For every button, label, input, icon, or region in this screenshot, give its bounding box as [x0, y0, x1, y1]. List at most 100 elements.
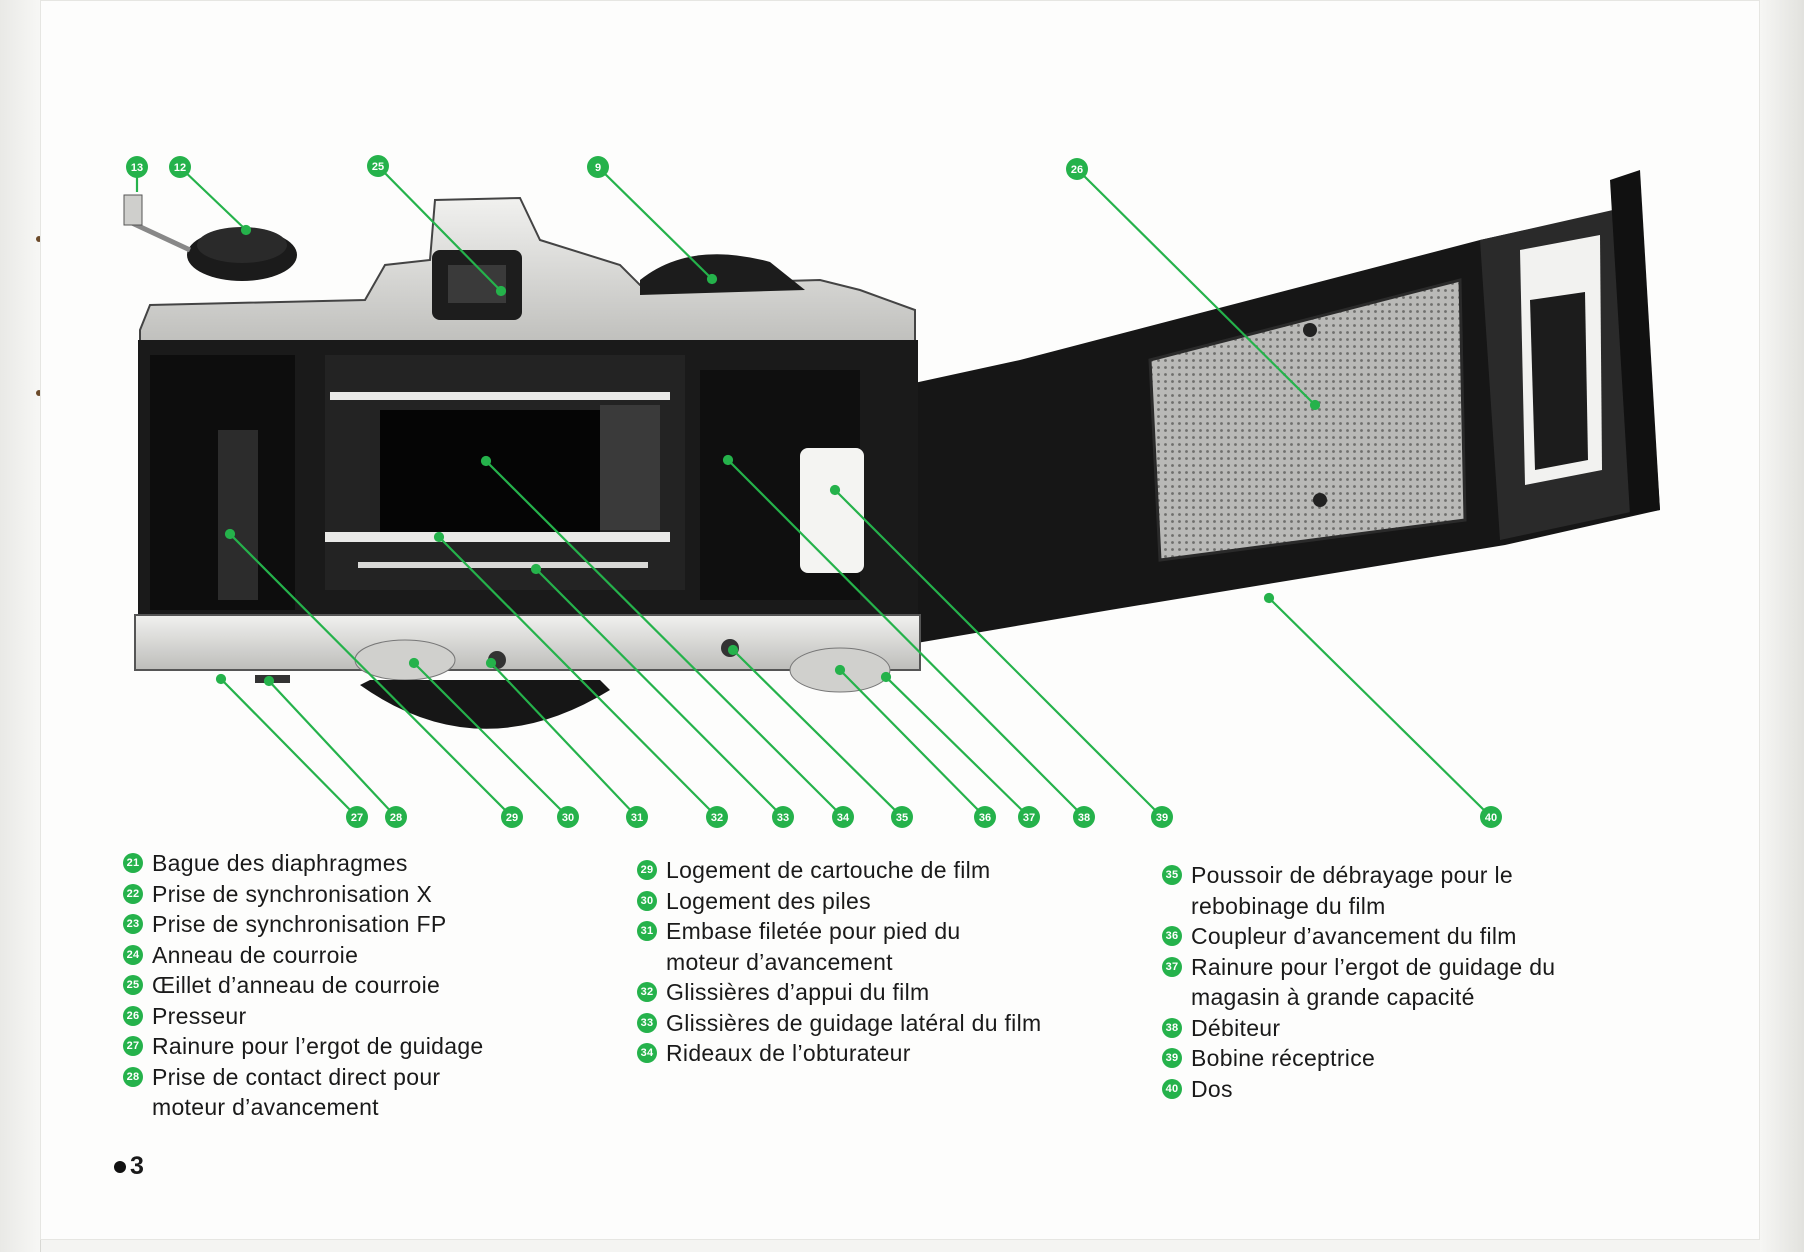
callout-9: 9 — [587, 156, 609, 178]
callout-31: 31 — [626, 806, 648, 828]
legend-text: Dos — [1191, 1075, 1233, 1102]
svg-text:30: 30 — [562, 812, 574, 824]
legend-number-badge: 30 — [637, 890, 657, 911]
legend-item: 30 Logement des piles — [637, 886, 1067, 917]
legend-text: Anneau de courroie — [152, 941, 359, 968]
legend-number-badge: 38 — [1162, 1017, 1182, 1038]
legend-number-badge: 22 — [123, 883, 143, 904]
legend-item: 34 Rideaux de l’obturateur — [637, 1038, 1067, 1069]
callout-40: 40 — [1480, 806, 1502, 828]
legend-number-badge: 39 — [1162, 1048, 1182, 1068]
page-number: 3 — [114, 1152, 144, 1181]
callout-13: 13 — [126, 156, 148, 178]
binding-stitch — [36, 390, 42, 396]
svg-text:32: 32 — [711, 812, 723, 824]
svg-text:33: 33 — [777, 812, 789, 824]
legend-text: Logement de cartouche de film — [666, 857, 991, 883]
legend-text: Œillet d’anneau de courroie — [152, 972, 441, 998]
callout-12: 12 — [169, 156, 191, 178]
legend-item: 39 Bobine réceptrice — [1162, 1043, 1642, 1074]
legend-text: Glissières de guidage latéral du film — [666, 1009, 1042, 1036]
svg-text:38: 38 — [1078, 812, 1090, 824]
svg-text:12: 12 — [174, 162, 186, 174]
legend-text: Embase filetée pour pied du moteur d’ava… — [666, 918, 961, 975]
legend-text: Débiteur — [1191, 1014, 1281, 1041]
legend-number-badge: 26 — [123, 1005, 143, 1026]
legend-text: Prise de contact direct pour moteur d’av… — [152, 1063, 441, 1121]
legend-item: 28 Prise de contact direct pour moteur d’… — [123, 1062, 623, 1123]
callout-38: 38 — [1073, 806, 1095, 828]
legend-number-badge: 37 — [1162, 956, 1182, 977]
legend-text: Presseur — [152, 1002, 247, 1029]
legend-text: Rideaux de l’obturateur — [666, 1040, 911, 1066]
leader-lines — [135, 165, 1492, 818]
legend-number-badge: 25 — [123, 975, 143, 995]
camera-body — [123, 194, 921, 729]
bullet-dot — [114, 1160, 126, 1173]
legend-number-badge: 28 — [123, 1066, 143, 1087]
binding-stitch — [36, 236, 42, 242]
legend-item: 26 Presseur — [123, 1001, 623, 1032]
legend-number-badge: 21 — [123, 853, 143, 873]
legend-text: Logement des piles — [666, 887, 871, 914]
svg-text:26: 26 — [1071, 164, 1083, 176]
legend-text: Rainure pour l’ergot de guidage — [152, 1033, 484, 1059]
legend-item: 32 Glissières d’appui du film — [637, 977, 1067, 1008]
legend-text: Poussoir de débrayage pour le rebobinage… — [1191, 862, 1513, 919]
callout-28: 28 — [385, 806, 407, 828]
callout-32: 32 — [706, 806, 728, 828]
legend-number-badge: 24 — [123, 944, 143, 965]
legend-number-badge: 33 — [637, 1012, 657, 1033]
callout-30: 30 — [557, 806, 579, 828]
legend-text: Glissières d’appui du film — [666, 979, 930, 1005]
legend-item: 33 Glissières de guidage latéral du film — [637, 1008, 1067, 1039]
svg-text:36: 36 — [979, 812, 991, 824]
callout-35: 35 — [891, 806, 913, 828]
legend-number-badge: 31 — [637, 921, 657, 941]
legend-number-badge: 29 — [637, 860, 657, 880]
legend-number-badge: 36 — [1162, 926, 1182, 946]
callout-36: 36 — [974, 806, 996, 828]
legend-text: Prise de synchronisation X — [152, 880, 433, 907]
legend-number-badge: 34 — [637, 1043, 657, 1063]
svg-text:25: 25 — [372, 161, 384, 173]
legend-item: 29 Logement de cartouche de film — [637, 855, 1067, 886]
callout-34: 34 — [832, 806, 854, 828]
callout-33: 33 — [772, 806, 794, 828]
legend-column-2: 29 Logement de cartouche de film 30 Logeme… — [637, 855, 1067, 1069]
legend-text: Prise de synchronisation FP — [152, 911, 447, 937]
legend-item: 27 Rainure pour l’ergot de guidage — [123, 1031, 623, 1062]
legend-item: 24 Anneau de courroie — [123, 940, 623, 971]
callout-25: 25 — [367, 155, 389, 177]
svg-text:34: 34 — [837, 812, 850, 824]
legend-text: Coupleur d’avancement du film — [1191, 923, 1517, 949]
svg-text:40: 40 — [1485, 812, 1497, 824]
svg-text:39: 39 — [1156, 812, 1168, 824]
callout-29: 29 — [501, 806, 523, 828]
svg-text:27: 27 — [351, 812, 363, 824]
svg-text:35: 35 — [896, 812, 908, 824]
legend-number-badge: 32 — [637, 982, 657, 1002]
legend-text: Bobine réceptrice — [1191, 1045, 1376, 1071]
legend-item: 36 Coupleur d’avancement du film — [1162, 921, 1642, 952]
svg-text:31: 31 — [631, 812, 643, 824]
callout-39: 39 — [1151, 806, 1173, 828]
legend-item: 38 Débiteur — [1162, 1013, 1642, 1044]
svg-text:29: 29 — [506, 812, 518, 824]
legend-number-badge: 27 — [123, 1036, 143, 1056]
legend-number-badge: 23 — [123, 914, 143, 934]
callout-26: 26 — [1066, 158, 1088, 180]
svg-text:28: 28 — [390, 812, 402, 824]
svg-text:37: 37 — [1023, 812, 1035, 824]
page-number-text: 3 — [130, 1152, 144, 1180]
legend-item: 25 Œillet d’anneau de courroie — [123, 970, 623, 1001]
svg-text:9: 9 — [595, 162, 601, 174]
svg-text:13: 13 — [131, 162, 143, 174]
